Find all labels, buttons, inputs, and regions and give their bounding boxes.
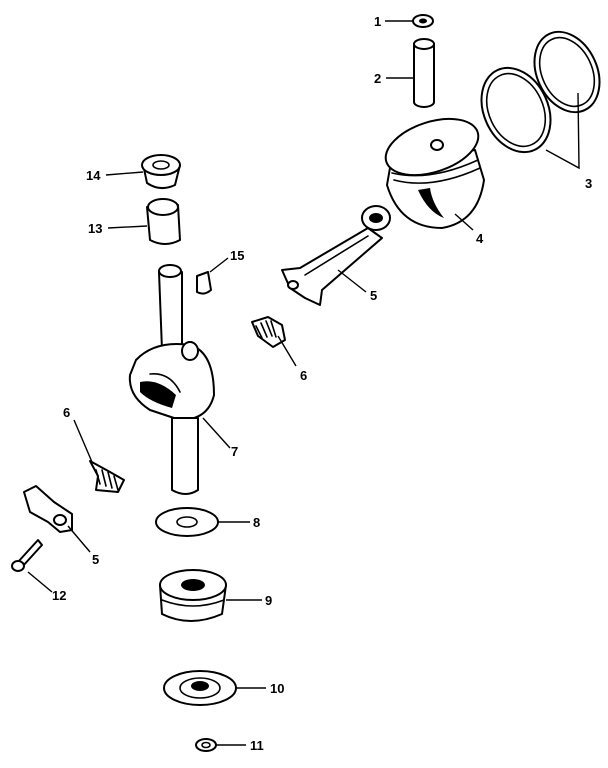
callout-11: 11 <box>250 738 264 753</box>
callout-8: 8 <box>253 515 260 530</box>
part-15-key <box>196 271 212 295</box>
callout-1: 1 <box>374 14 381 29</box>
part-13-bearing-sleeve <box>146 198 181 245</box>
callout-6-lower: 6 <box>63 405 70 420</box>
part-5-connecting-rod <box>281 205 391 306</box>
callout-10: 10 <box>270 681 284 696</box>
part-8-washer <box>155 507 219 537</box>
part-3-piston-rings <box>480 30 601 154</box>
callout-13: 13 <box>88 221 102 236</box>
part-1-retainer <box>412 14 434 28</box>
callout-4: 4 <box>476 231 484 246</box>
part-7-crankshaft <box>128 264 215 495</box>
callout-labels: 1 2 3 4 5 6 14 13 15 7 6 5 12 8 9 10 11 <box>52 14 592 753</box>
part-6-needle-bearing-lower <box>89 460 125 493</box>
callout-5-rod: 5 <box>370 288 377 303</box>
callout-7: 7 <box>231 444 238 459</box>
part-14-seal <box>141 154 181 189</box>
part-9-pulley <box>159 569 227 622</box>
part-12-bolt <box>11 539 43 572</box>
callout-6-upper: 6 <box>300 368 307 383</box>
callout-15: 15 <box>230 248 244 263</box>
callout-9: 9 <box>265 593 272 608</box>
leader-lines <box>27 20 580 746</box>
part-10-seal-cup <box>163 670 237 706</box>
callout-12: 12 <box>52 588 66 603</box>
part-11-small-washer <box>195 738 217 752</box>
callout-2: 2 <box>374 71 381 86</box>
part-6-needle-bearing-upper <box>251 316 286 348</box>
callout-3: 3 <box>585 176 592 191</box>
callout-5-cap: 5 <box>92 552 99 567</box>
part-2-piston-pin <box>413 38 435 108</box>
callout-14: 14 <box>86 168 101 183</box>
part-5-rod-cap <box>23 485 73 533</box>
part-4-piston <box>384 117 485 229</box>
